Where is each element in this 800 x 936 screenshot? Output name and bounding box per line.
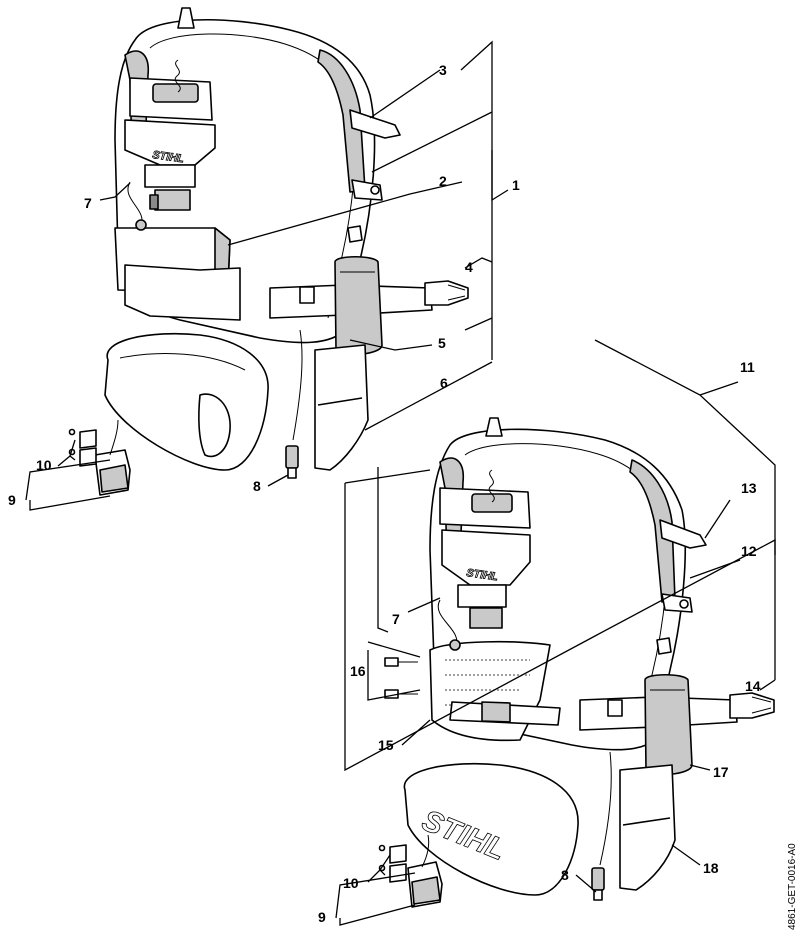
- callout-label: 8: [561, 867, 569, 883]
- callout-label: 15: [378, 737, 394, 753]
- svg-text:STIHL: STIHL: [152, 149, 185, 165]
- callouts-lower: 11 13 12 7 16 14 15 17 18 10 9 8: [318, 359, 761, 925]
- lower-backpack: STIHL STIHL: [378, 417, 775, 908]
- callout-label: 10: [36, 457, 52, 473]
- callout-label: 7: [392, 611, 400, 627]
- callout-label: 14: [745, 678, 761, 694]
- figure-code: 4861-GET-0016-A0: [787, 843, 798, 930]
- callout-label: 2: [439, 173, 447, 189]
- callout-label: 6: [440, 375, 448, 391]
- callout-label: 8: [253, 478, 261, 494]
- callout-label: 10: [343, 875, 359, 891]
- svg-text:STIHL: STIHL: [466, 567, 499, 583]
- callout-label: 12: [741, 543, 757, 559]
- callout-label: 7: [84, 195, 92, 211]
- callout-label: 5: [438, 335, 446, 351]
- callout-label: 13: [741, 480, 757, 496]
- callout-label: 16: [350, 663, 366, 679]
- callout-label: 4: [465, 259, 473, 275]
- callout-label: 18: [703, 860, 719, 876]
- callout-label: 9: [8, 492, 16, 508]
- callout-label: 17: [713, 764, 729, 780]
- callout-label: 9: [318, 909, 326, 925]
- callout-label: 1: [512, 177, 520, 193]
- leader-lines: [25, 40, 776, 926]
- upper-backpack: STIHL: [68, 7, 469, 496]
- callout-label: 11: [740, 359, 755, 375]
- callout-label: 3: [439, 62, 447, 78]
- callouts-upper: 3 2 1 7 4 5 6 10 9 8: [8, 62, 520, 508]
